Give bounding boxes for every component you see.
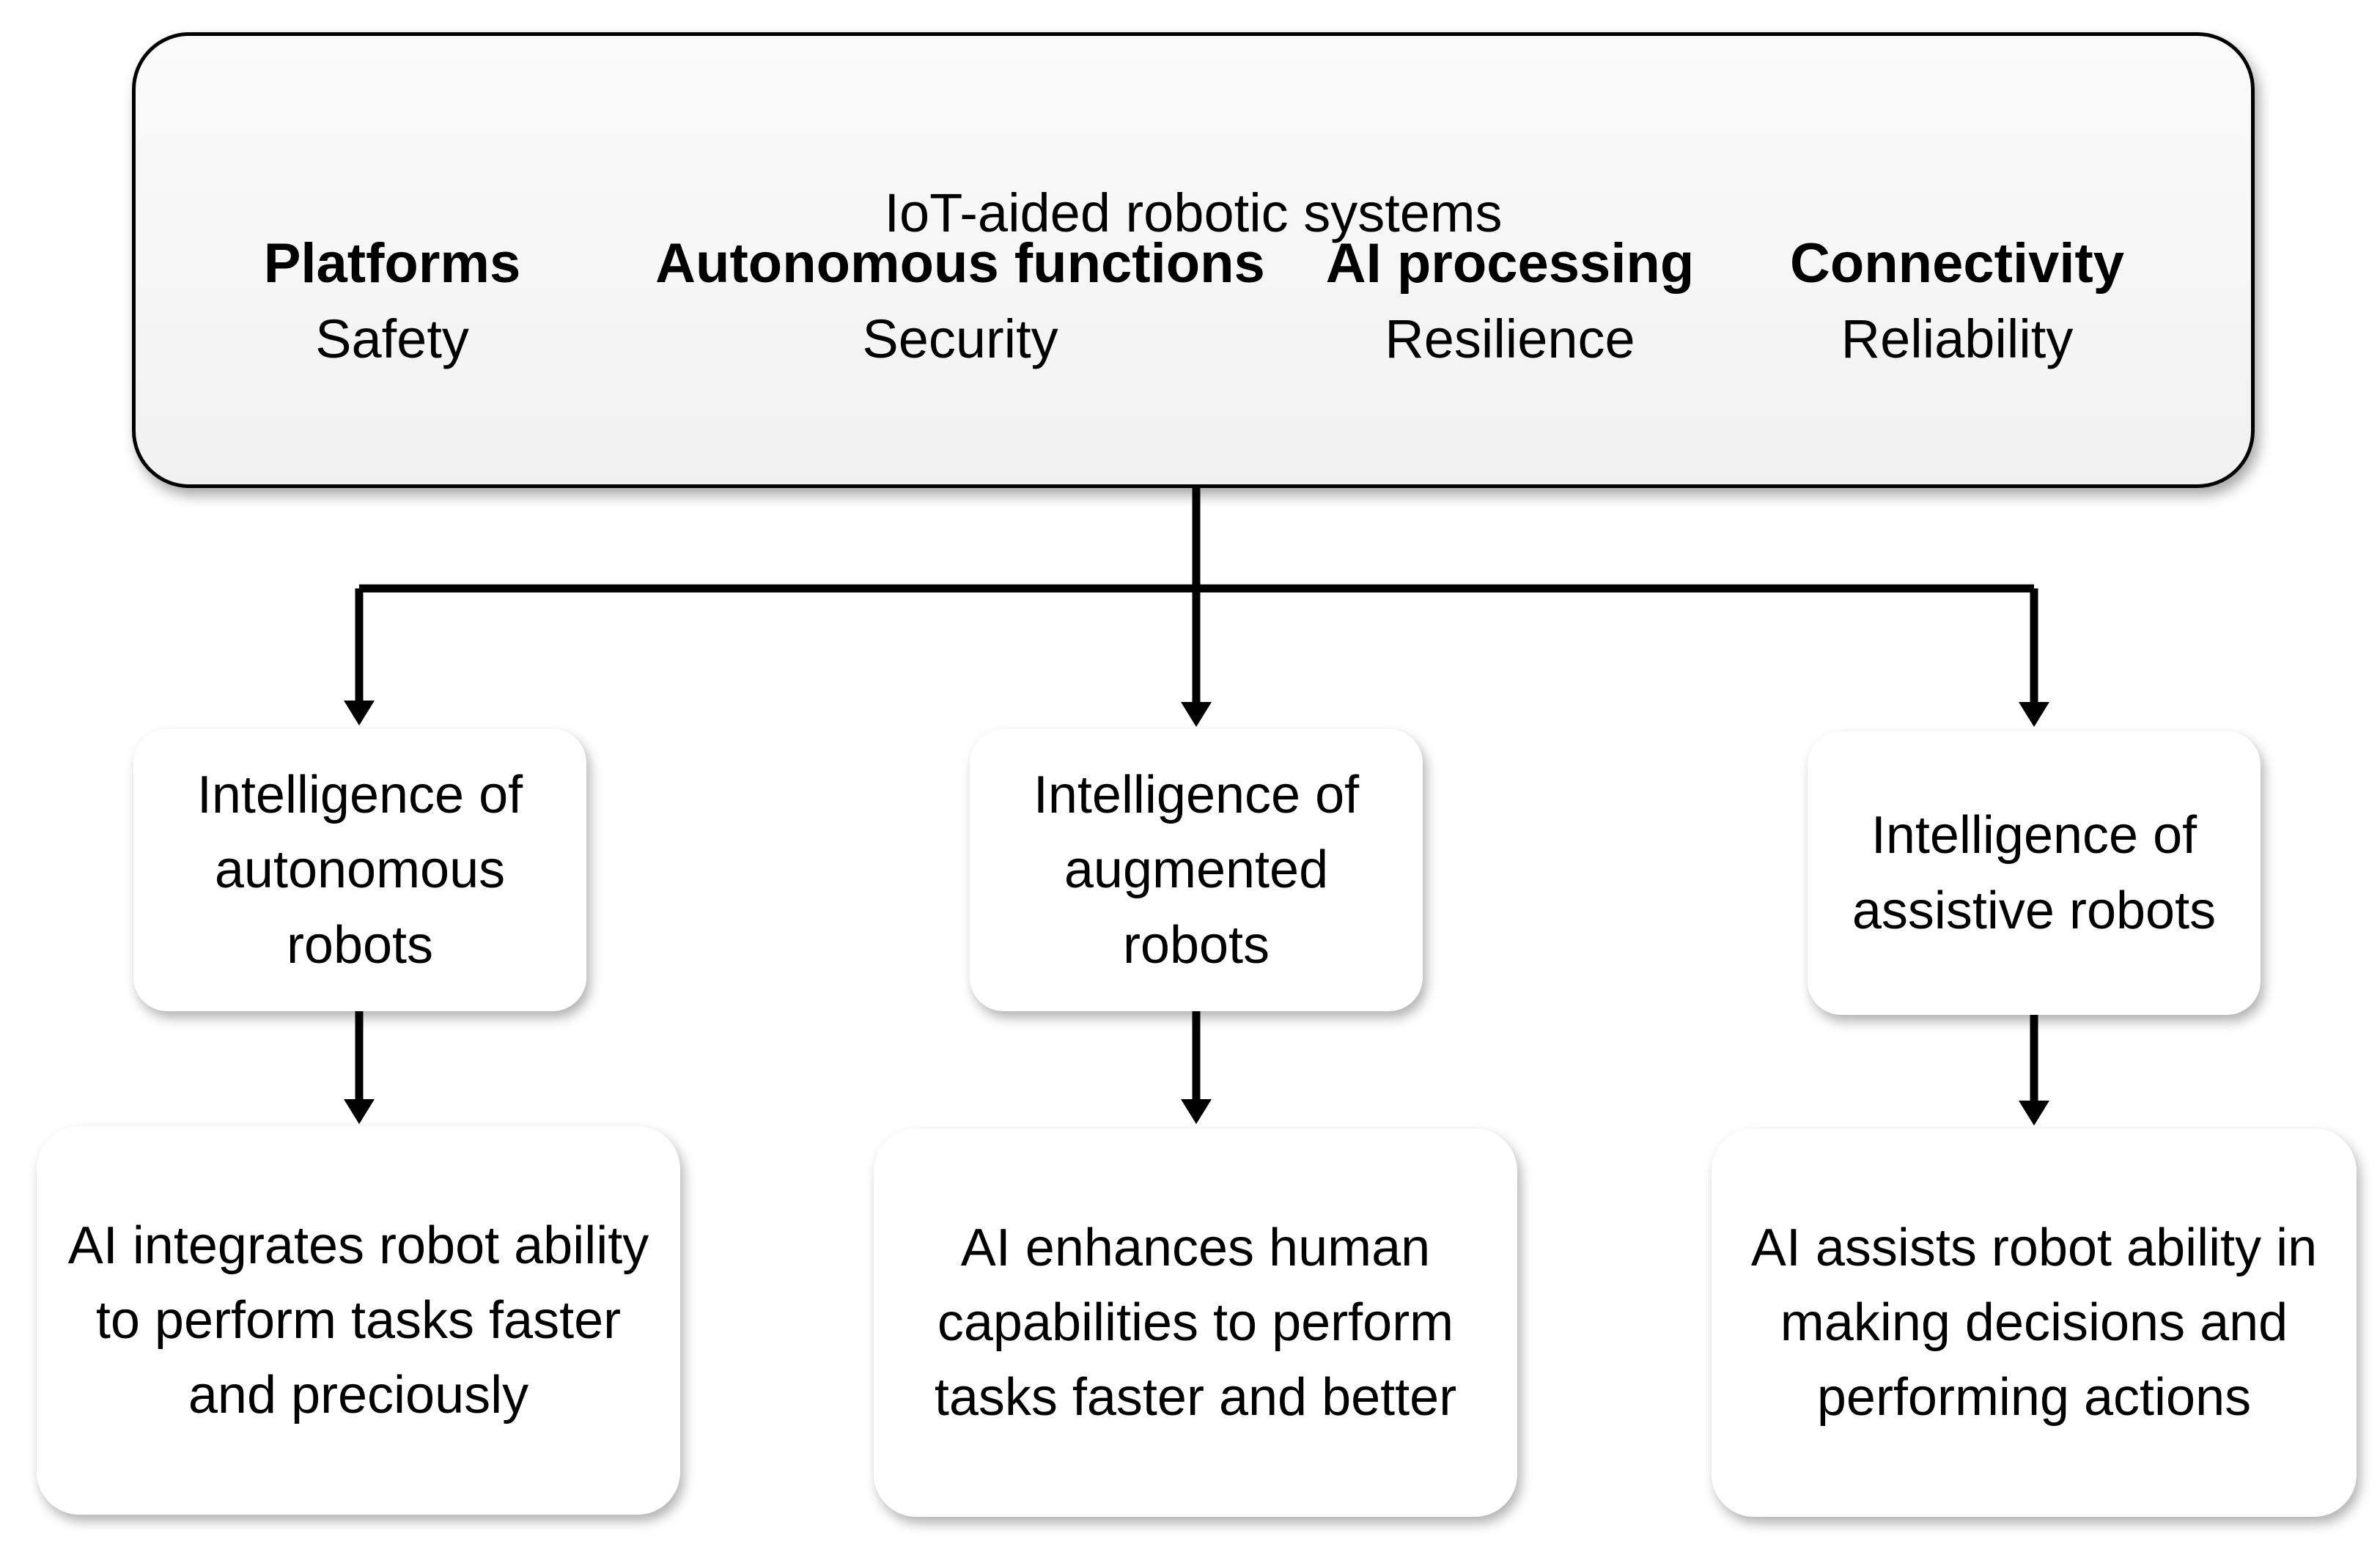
system-title: IoT-aided robotic systems (884, 182, 1503, 243)
platforms-column: Platforms Safety (220, 236, 564, 366)
security-label: Security (862, 308, 1058, 369)
outcome-augmented-node: AI enhances human capabilities to perfor… (874, 1128, 1517, 1517)
arrowhead-center (1181, 702, 1212, 727)
autonomous-functions-label: Autonomous functions (655, 232, 1265, 295)
arrowhead-right (2019, 702, 2049, 727)
ai-processing-column: AI processing Resilience (1319, 236, 1701, 366)
intelligence-augmented-label: Intelligence of augmented robots (1033, 766, 1360, 975)
intelligence-autonomous-node: Intelligence of autonomous robots (133, 729, 586, 1011)
resilience-label: Resilience (1385, 308, 1635, 369)
reliability-label: Reliability (1841, 308, 2074, 369)
arrowhead-left (344, 701, 375, 725)
connectivity-column: Connectivity Reliability (1766, 236, 2148, 366)
outcome-autonomous-label: AI integrates robot ability to perform t… (67, 1216, 649, 1425)
autonomous-functions-column: Autonomous functions Security (616, 236, 1305, 366)
arrowhead-left-2 (344, 1099, 375, 1124)
platforms-label: Platforms (263, 232, 521, 295)
intelligence-assistive-node: Intelligence of assistive robots (1808, 731, 2261, 1015)
intelligence-autonomous-label: Intelligence of autonomous robots (196, 766, 523, 975)
connectivity-label: Connectivity (1789, 232, 2125, 295)
iot-robotic-systems-box: IoT-aided robotic systems (132, 32, 2255, 488)
outcome-augmented-label: AI enhances human capabilities to perfor… (934, 1218, 1457, 1427)
outcome-assistive-label: AI assists robot ability in making decis… (1750, 1218, 2318, 1427)
safety-label: Safety (315, 308, 469, 369)
ai-processing-label: AI processing (1325, 232, 1695, 295)
intelligence-augmented-node: Intelligence of augmented robots (970, 729, 1423, 1011)
outcome-assistive-node: AI assists robot ability in making decis… (1712, 1128, 2357, 1517)
arrowhead-right-2 (2019, 1101, 2049, 1126)
intelligence-assistive-label: Intelligence of assistive robots (1852, 806, 2217, 940)
outcome-autonomous-node: AI integrates robot ability to perform t… (37, 1126, 680, 1515)
arrowhead-center-2 (1181, 1099, 1212, 1124)
